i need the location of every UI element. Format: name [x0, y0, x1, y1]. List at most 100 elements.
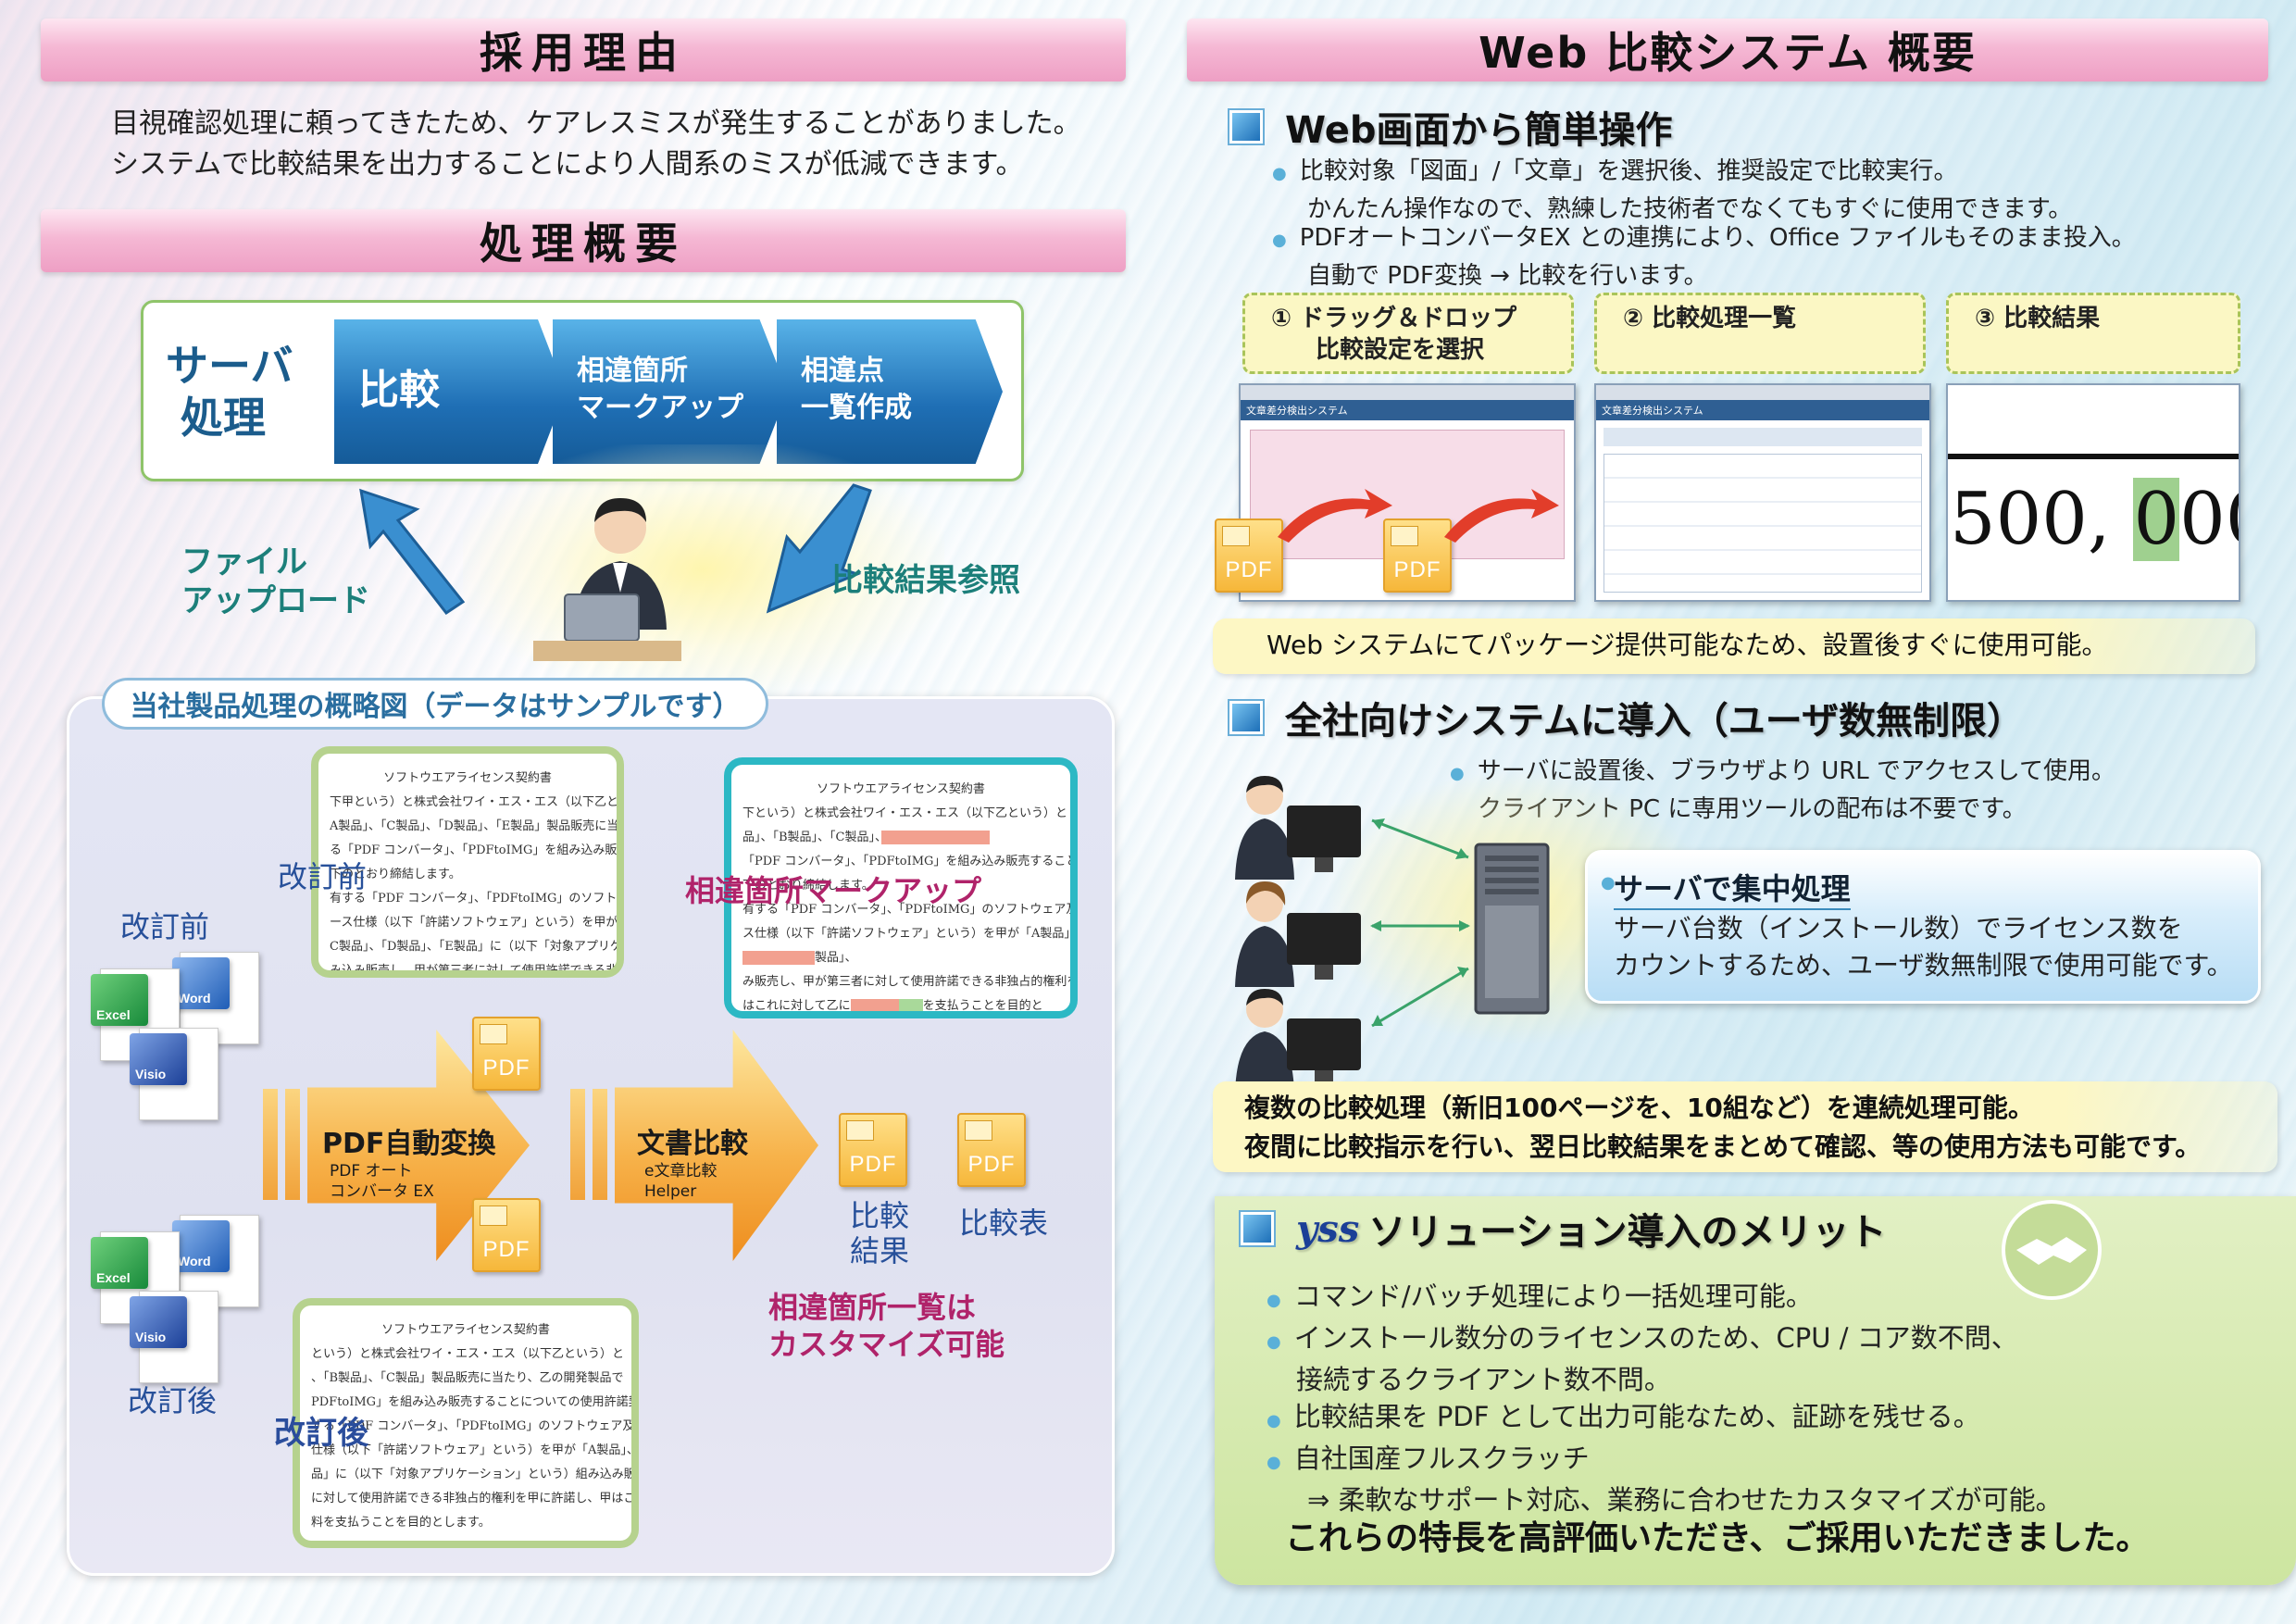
web-bullet-1-text-1: 比較対象「図面」/「文章」を選択後、推奨設定で比較実行。 — [1299, 157, 1958, 185]
section-web-easy-title: Web画面から簡単操作 — [1285, 109, 1673, 152]
client-user-icon — [1235, 881, 1361, 987]
pdf-icon-text: PDF — [482, 1056, 530, 1081]
web-bullet-2: ●PDFオートコンバータEX との連携により、Office ファイルもそのまま投… — [1272, 220, 2136, 294]
section-web-easy: Web画面から簡単操作 — [1229, 100, 1672, 154]
pdf-icon-text: PDF — [849, 1152, 897, 1177]
doc-markup-line: はこれに対して乙に を支払うことを目的と — [742, 994, 1059, 1011]
pdf-icon: PDF — [472, 1017, 541, 1091]
pdf-convert-title: PDF自動変換 — [322, 1128, 496, 1160]
list-custom-label: 相違箇所一覧は カスタマイズ可能 — [768, 1289, 1004, 1363]
bullet-dot-icon: ● — [1272, 164, 1287, 183]
server-icon — [1474, 843, 1550, 1015]
doc-before-line: 有する「PDF コンバータ」、「PDFtoIMG」のソフトウェア及び — [330, 892, 618, 906]
doc-before-label: 改訂前 — [278, 859, 368, 894]
bullet-dot-icon: ● — [1267, 1291, 1281, 1310]
server-central-desc: サーバ台数（インストール数）でライセンス数を カウントするため、ユーザ数無制限で… — [1614, 910, 2233, 984]
intro-line-2: システムで比較結果を出力することにより人間系のミスが低減できます。 — [111, 148, 1024, 181]
excel-icon: Excel — [91, 974, 148, 1026]
pdf-convert-sub: PDF オート コンバータ EX — [330, 1161, 434, 1202]
merit-item-1: ● コマンド/バッチ処理により一括処理可能。 — [1267, 1278, 2063, 1319]
merit-item-1-text: コマンド/バッチ処理により一括処理可能。 — [1293, 1280, 1813, 1312]
doc-before-line: ソフトウエアライセンス契約書 — [383, 771, 552, 785]
intro-line-1: 目視確認処理に頼ってきたため、ケアレスミスが発生することがありました。 — [111, 107, 1081, 140]
doc-before-line: る「PDF コンバータ」、「PDFtoIMG」を組み込み販売することに — [330, 843, 618, 857]
bullet-dot-icon: ● — [1601, 873, 1616, 893]
pdf-icon: PDF — [839, 1113, 907, 1187]
doc-after-line: 品」に（以下「対象アプリケーション」という）組み込み販 — [311, 1468, 636, 1481]
section-merit: yss ソリューション導入のメリット — [1241, 1202, 1886, 1255]
businessman-icon — [533, 498, 681, 661]
doc-markup-line: 品」、「B製品」、「C製品」、 — [742, 826, 1059, 850]
word-icon: Word — [172, 1220, 230, 1272]
merit-panel — [1215, 1196, 2296, 1585]
doc-before-line: 下甲という）と株式会社ワイ・エス・エス（以下乙という）と — [330, 795, 619, 809]
result-preview-text: 500, 000 — [1950, 478, 2239, 561]
pdf-icon-text: PDF — [1393, 557, 1441, 582]
upload-arrow-icon — [359, 488, 466, 616]
chevron-difflist-line-1: 相違点 — [801, 355, 884, 387]
doc-before-line: A製品」、「C製品」、「D製品」、「E製品」製品販売に当 — [330, 819, 619, 833]
doc-compare-sub-1: e文章比較 — [644, 1162, 718, 1181]
screenshot-title: 文章差分検出システム — [1241, 400, 1574, 420]
visio-icon: Visio — [130, 1296, 187, 1348]
chevron-markup-line-1: 相違箇所 — [577, 355, 688, 387]
merit-item-2: ●インストール数分のライセンスのため、CPU / コア数不問、 — [1267, 1319, 2063, 1361]
doc-before-bubble: ソフトウエアライセンス契約書 下甲という）と株式会社ワイ・エス・エス（以下乙とい… — [311, 746, 624, 978]
square-bullet-icon — [1241, 1212, 1274, 1245]
drag-arrows-icon — [1278, 489, 1559, 543]
sample-diagram-title: 当社製品処理の概略図（データはサンプルです） — [102, 678, 768, 730]
square-bullet-icon — [1229, 110, 1263, 144]
result-arrow-icon — [766, 483, 872, 614]
step-process-list: ② 比較処理一覧 — [1594, 293, 1926, 374]
pdf-icon: PDF — [957, 1113, 1026, 1187]
flow-bars-2 — [570, 1089, 607, 1200]
chevron-difflist-line-2: 一覧作成 — [801, 392, 912, 424]
server-central-title: サーバで集中処理 — [1614, 866, 1851, 910]
visio-icon: Visio — [130, 1033, 187, 1085]
chevron-markup-line-2: マークアップ — [577, 392, 743, 424]
result-label-2: 結果 — [850, 1233, 910, 1268]
doc-markup-line: 製品」、 — [742, 946, 1059, 970]
flow-bars-1 — [263, 1089, 300, 1200]
result-reference-label: 比較結果参照 — [831, 562, 1020, 599]
result-preview-highlight: 0 — [2133, 478, 2180, 561]
doc-after-line: ソフトウエアライセンス契約書 — [381, 1323, 550, 1337]
screenshot-result: 500, 000 — [1946, 383, 2240, 602]
doc-markup-line: 下のとおり締結します。 — [742, 879, 874, 893]
chevron-markup: 相違箇所 マークアップ — [553, 319, 788, 464]
web-bullet-1-line-1: ● 比較対象「図面」/「文章」を選択後、推奨設定で比較実行。 — [1272, 154, 2072, 192]
doc-after-line: 、「B製品」、「C製品」製品販売に当たり、乙の開発製品で — [311, 1371, 624, 1385]
after-label: 改訂後 — [128, 1383, 218, 1418]
handshake-icon — [2002, 1200, 2102, 1300]
network-arrows-icon — [1370, 818, 1470, 1028]
merit-item-3-text: 比較結果を PDF として出力可能なため、証跡を残せる。 — [1293, 1401, 1980, 1432]
closing-statement: これらの特長を高評価いただき、ご採用いただきました。 — [1285, 1519, 2150, 1557]
pdf-icon: PDF — [1215, 518, 1283, 593]
merit-item-4: ●自社国産フルスクラッチ — [1267, 1440, 2063, 1481]
web-bullet-2-text-2: 自動で PDF変換 → 比較を行います。 — [1307, 262, 1708, 290]
step-process-list-1: ② 比較処理一覧 — [1623, 305, 1797, 332]
doc-after-bubble: ソフトウエアライセンス契約書 という）と株式会社ワイ・エス・エス（以下乙という）… — [293, 1298, 639, 1548]
web-bullet-2-line-1: ●PDFオートコンバータEX との連携により、Office ファイルもそのまま投… — [1272, 220, 2136, 258]
doc-before-line: ース仕様（以下「許諾ソフトウェア」という）を甲が「A製品」、 — [330, 916, 618, 930]
header-adoption-reason: 採用理由 — [41, 19, 1126, 81]
doc-markup-bubble: ソフトウエアライセンス契約書 下という）と株式会社ワイ・エス・エス（以下乙という… — [724, 757, 1078, 1018]
server-process-label-1: サーバ — [166, 341, 293, 391]
server-central-desc-1: サーバ台数（インストール数）でライセンス数を — [1614, 913, 2183, 943]
doc-markup-line: ス仕様（以下「許諾ソフトウェア」という）を甲が「A製品」、 — [742, 927, 1078, 941]
word-label: Word — [178, 991, 211, 1006]
doc-after-line: という）と株式会社ワイ・エス・エス（以下乙という）と — [311, 1347, 625, 1361]
server-central-desc-2: カウントするため、ユーザ数無制限で使用可能です。 — [1614, 950, 2233, 981]
list-custom-label-1: 相違箇所一覧は — [768, 1290, 977, 1325]
doc-compare-sub-2: Helper — [644, 1182, 697, 1201]
bullet-dot-icon: ● — [1267, 1332, 1281, 1352]
list-custom-label-2: カスタマイズ可能 — [768, 1327, 1005, 1362]
file-upload-label-1: ファイル — [181, 543, 307, 581]
square-bullet-icon — [1229, 701, 1263, 734]
pdf-convert-sub-2: コンバータ EX — [330, 1182, 434, 1201]
server-process-label: サーバ 処理 — [166, 340, 293, 443]
doc-compare-title: 文書比較 — [637, 1128, 748, 1160]
header-web-system: Web 比較システム 概要 — [1187, 19, 2268, 81]
pdf-icon-text: PDF — [1225, 557, 1273, 582]
doc-markup-line: み販売し、甲が第三者に対して使用許諾できる非独占的権利を — [742, 975, 1078, 989]
